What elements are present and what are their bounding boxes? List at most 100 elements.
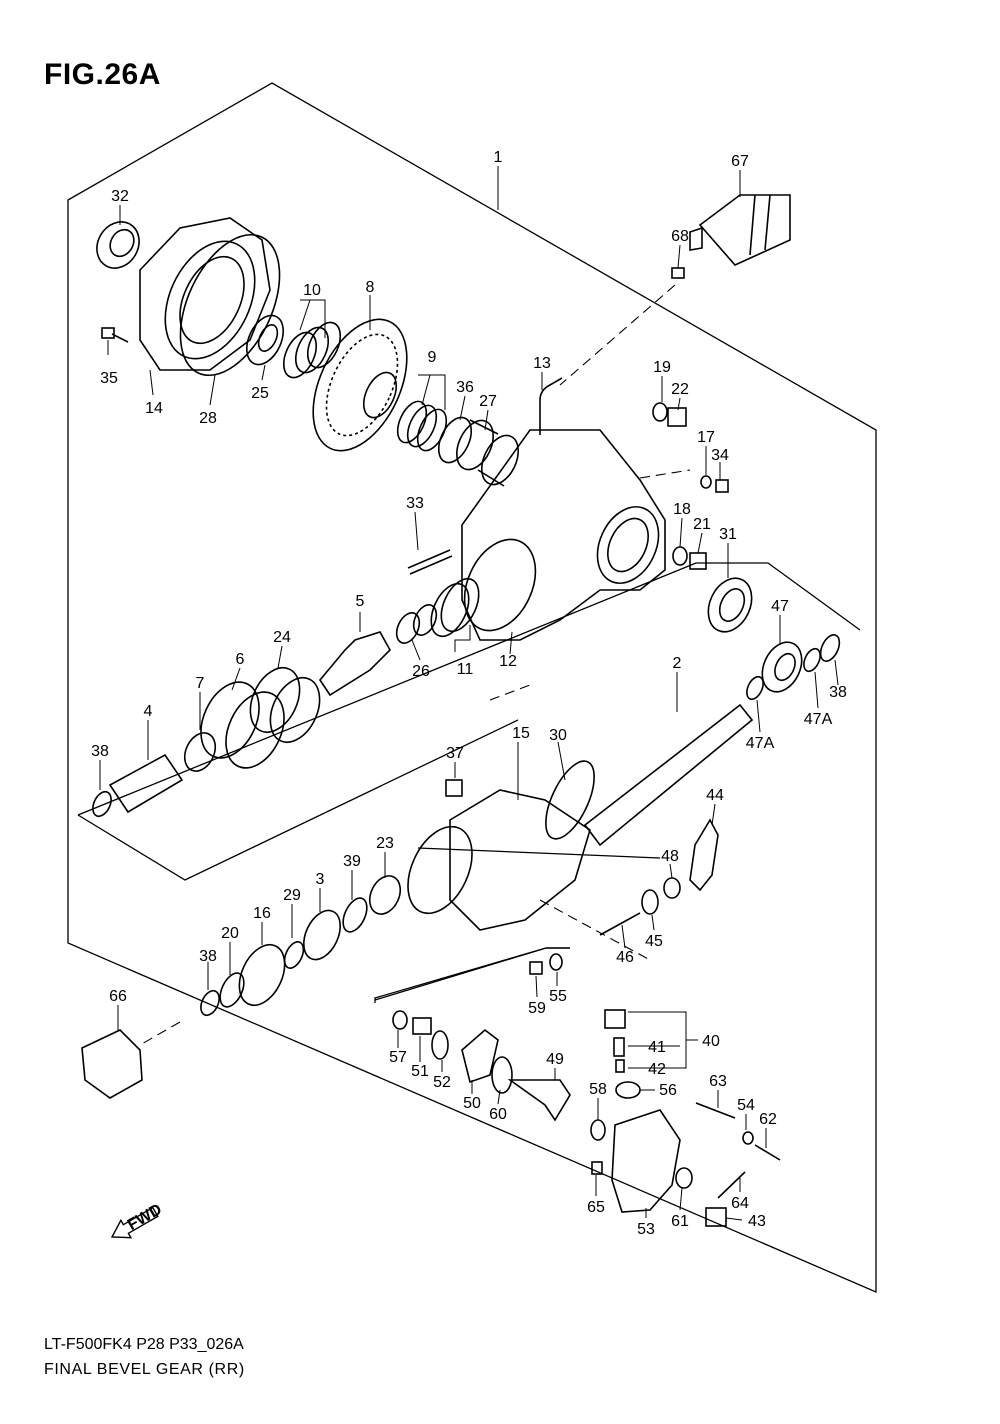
part-24-bearing bbox=[249, 667, 321, 743]
part-6-bearing bbox=[200, 681, 285, 769]
part-5-drive-pinion bbox=[319, 631, 391, 697]
callout-43: 43 bbox=[748, 1213, 766, 1230]
callout-4: 4 bbox=[144, 703, 153, 720]
part-43-bracket bbox=[705, 1207, 727, 1227]
part-7-spacer bbox=[183, 732, 217, 772]
callout-64: 64 bbox=[731, 1195, 749, 1212]
callout-2: 2 bbox=[673, 655, 682, 672]
part-39-circlip bbox=[342, 897, 368, 933]
figure-caption: FINAL BEVEL GEAR (RR) bbox=[44, 1361, 245, 1378]
callout-37: 37 bbox=[446, 745, 464, 762]
callout-21: 21 bbox=[693, 516, 711, 533]
callout-11: 11 bbox=[457, 661, 474, 678]
callout-47a-right: 47A bbox=[804, 711, 833, 728]
callout-39: 39 bbox=[343, 853, 361, 870]
part-59-plug bbox=[529, 961, 543, 975]
part-25-bearing bbox=[246, 314, 284, 366]
part-22-plug bbox=[667, 407, 687, 427]
part-11-shims bbox=[430, 577, 480, 638]
part-42-pin bbox=[615, 1059, 625, 1073]
axis-line-breather bbox=[559, 284, 676, 386]
callout-63: 63 bbox=[709, 1073, 727, 1090]
callout-68: 68 bbox=[671, 228, 689, 245]
part-28-o-ring bbox=[179, 233, 281, 377]
subgroup-frame-1b bbox=[77, 719, 519, 881]
callout-47a-left: 47A bbox=[746, 735, 775, 752]
part-35-bolt bbox=[101, 327, 129, 343]
part-31-oil-seal bbox=[707, 577, 753, 633]
part-4-sleeve bbox=[108, 753, 184, 814]
part-38-circlip-right bbox=[819, 634, 841, 662]
callout-16: 16 bbox=[253, 905, 271, 922]
part-51-bushing bbox=[412, 1017, 432, 1035]
callout-18: 18 bbox=[673, 501, 691, 518]
callout-27: 27 bbox=[479, 393, 497, 410]
part-58-washer bbox=[590, 1119, 606, 1141]
callout-7: 7 bbox=[196, 675, 205, 692]
part-50-lever bbox=[461, 1028, 499, 1084]
callout-61: 61 bbox=[671, 1213, 689, 1230]
subgroup-frame-2 bbox=[374, 947, 570, 1003]
callout-34: 34 bbox=[711, 447, 729, 464]
part-47a-washer-1 bbox=[803, 647, 821, 673]
callout-3: 3 bbox=[316, 871, 325, 888]
part-30-o-ring bbox=[545, 760, 595, 840]
part-45-spring bbox=[641, 889, 659, 915]
figure-title: FIG.26A bbox=[44, 58, 161, 91]
callout-57: 57 bbox=[389, 1049, 407, 1066]
subgroup-frame-1 bbox=[77, 562, 861, 816]
callout-26: 26 bbox=[412, 663, 430, 680]
part-26-needle-bearing bbox=[395, 604, 438, 644]
callout-9: 9 bbox=[428, 349, 437, 366]
callout-48: 48 bbox=[661, 848, 679, 865]
callout-65: 65 bbox=[587, 1199, 605, 1216]
part-33-stud bbox=[407, 549, 453, 575]
part-64-bolt bbox=[717, 1171, 746, 1199]
callout-59: 59 bbox=[528, 1000, 546, 1017]
callout-19: 19 bbox=[653, 359, 671, 376]
callout-1: 1 bbox=[494, 149, 503, 166]
fwd-label: FWD bbox=[125, 1201, 165, 1234]
callout-labels: 1 67 32 68 10 8 9 13 19 22 35 14 28 25 3… bbox=[91, 149, 847, 1238]
callout-54: 54 bbox=[737, 1097, 755, 1114]
callout-46: 46 bbox=[616, 949, 634, 966]
part-67-boot bbox=[689, 194, 791, 266]
part-49-shaft bbox=[507, 1079, 571, 1122]
callout-36: 36 bbox=[456, 379, 474, 396]
part-36-shim bbox=[437, 416, 473, 464]
part-13-breather-hose bbox=[539, 377, 563, 435]
callout-10: 10 bbox=[303, 282, 321, 299]
part-2-shaft bbox=[583, 703, 754, 847]
part-55-gasket bbox=[549, 953, 563, 971]
callout-17: 17 bbox=[697, 429, 715, 446]
part-68-clamp bbox=[671, 267, 685, 279]
callout-38-right: 38 bbox=[829, 684, 847, 701]
part-60-bearing bbox=[491, 1056, 513, 1094]
part-17-washer bbox=[700, 475, 712, 489]
part-48-bushing bbox=[663, 877, 681, 899]
callout-47: 47 bbox=[771, 598, 789, 615]
part-38-circlip-left bbox=[92, 790, 112, 818]
part-16-hub bbox=[238, 943, 286, 1007]
part-21-plug bbox=[689, 552, 707, 570]
part-3-bearing bbox=[303, 909, 341, 961]
part-40-cap bbox=[604, 1009, 626, 1029]
callout-60: 60 bbox=[489, 1106, 507, 1123]
part-65-pin bbox=[591, 1161, 603, 1175]
callout-14: 14 bbox=[145, 400, 163, 417]
callout-67: 67 bbox=[731, 153, 749, 170]
part-38-circlip-lower bbox=[200, 989, 220, 1017]
part-63-bolt bbox=[695, 1102, 736, 1119]
callout-53: 53 bbox=[637, 1221, 655, 1238]
callout-31: 31 bbox=[719, 526, 737, 543]
callout-22: 22 bbox=[671, 381, 689, 398]
part-20-oil-seal bbox=[219, 972, 245, 1008]
part-46-pin bbox=[599, 912, 641, 936]
part-47-gear bbox=[761, 641, 803, 693]
callout-50: 50 bbox=[463, 1095, 481, 1112]
part-66-boot bbox=[81, 1029, 143, 1099]
callout-5: 5 bbox=[356, 593, 365, 610]
callout-15: 15 bbox=[512, 725, 530, 742]
callout-42: 42 bbox=[648, 1061, 666, 1078]
part-56-o-ring bbox=[615, 1081, 641, 1099]
